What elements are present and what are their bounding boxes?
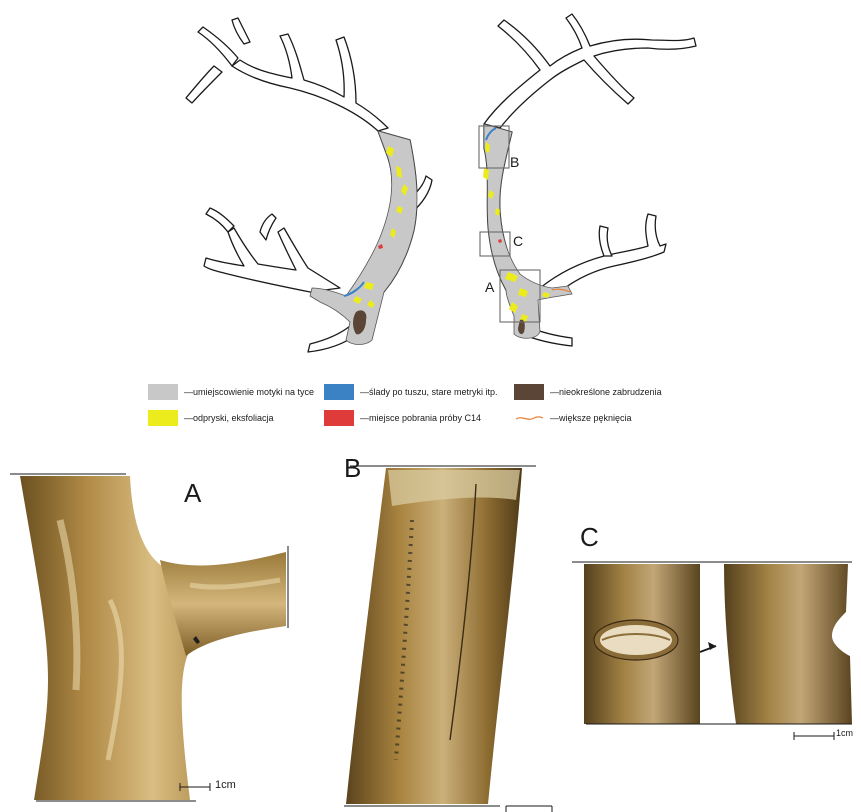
right-motyka-area: [483, 124, 572, 338]
photo-b: [344, 466, 552, 812]
photo-c: [572, 562, 852, 740]
legend-dash: —: [550, 413, 559, 423]
scale-label-a: 1cm: [215, 779, 236, 791]
legend-label-sample: miejsce pobrania próby C14: [369, 413, 481, 423]
legend-dash: —: [184, 387, 193, 397]
legend: — umiejscowienie motyki na tyce — ślady …: [148, 384, 708, 434]
legend-label-cracks: większe pęknięcia: [559, 413, 632, 423]
legend-dash: —: [184, 413, 193, 423]
legend-swatch-cracks: [514, 410, 544, 426]
legend-dash: —: [360, 387, 369, 397]
legend-label-ink: ślady po tuszu, stare metryki itp.: [369, 387, 498, 397]
legend-item-cracks: — większe pęknięcia: [514, 410, 632, 426]
legend-item-sample: — miejsce pobrania próby C14: [324, 410, 481, 426]
photo-a-letter: A: [184, 478, 201, 509]
legend-swatch-area: [148, 384, 178, 400]
legend-label-area: umiejscowienie motyki na tyce: [193, 387, 314, 397]
legend-swatch-flaking: [148, 410, 178, 426]
photo-a: [10, 474, 288, 801]
photo-c-letter: C: [580, 522, 599, 553]
legend-swatch-ink: [324, 384, 354, 400]
photo-b-letter: B: [344, 453, 361, 484]
legend-label-flaking: odpryski, eksfoliacja: [193, 413, 274, 423]
legend-label-dirt: nieokreślone zabrudzenia: [559, 387, 662, 397]
box-a-label: A: [485, 279, 495, 295]
legend-item-dirt: — nieokreślone zabrudzenia: [514, 384, 662, 400]
box-c-label: C: [513, 233, 523, 249]
box-b-label: B: [510, 154, 519, 170]
scale-label-c: 1cm: [836, 728, 853, 738]
legend-item-ink: — ślady po tuszu, stare metryki itp.: [324, 384, 498, 400]
legend-dash: —: [550, 387, 559, 397]
left-motyka-area: [310, 131, 417, 345]
legend-dash: —: [360, 413, 369, 423]
legend-swatch-dirt: [514, 384, 544, 400]
legend-item-area: — umiejscowienie motyki na tyce: [148, 384, 314, 400]
legend-swatch-sample: [324, 410, 354, 426]
legend-item-flaking: — odpryski, eksfoliacja: [148, 410, 274, 426]
